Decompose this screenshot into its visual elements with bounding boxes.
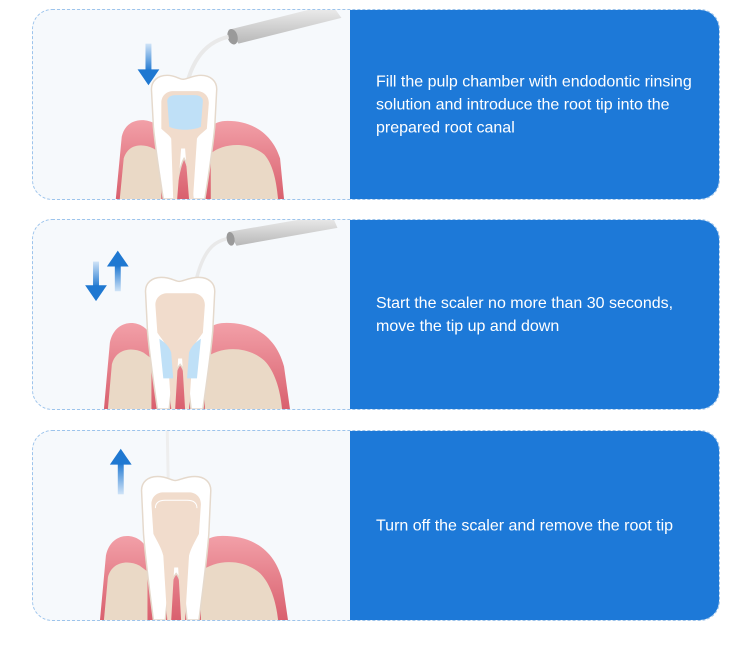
- step-2-text: Start the scaler no more than 30 seconds…: [376, 294, 674, 335]
- tooth-illustration-step-3: [99, 431, 288, 620]
- tooth: [144, 276, 216, 409]
- tooth-illustration-step-1: [115, 10, 342, 199]
- step-2-card: Start the scaler no more than 30 seconds…: [32, 219, 720, 410]
- step-2-panel: Start the scaler no more than 30 seconds…: [350, 220, 719, 409]
- down-arrow-icon: [137, 43, 160, 86]
- tooth: [140, 475, 212, 620]
- tooth: [150, 74, 218, 199]
- step-1-card: Fill the pulp chamber with endodontic ri…: [32, 9, 720, 200]
- step-1-text: Fill the pulp chamber with endodontic ri…: [376, 73, 692, 136]
- up-arrow-icon: [109, 448, 132, 495]
- step-3-panel: Turn off the scaler and remove the root …: [350, 431, 719, 620]
- up-down-arrows-icon: [85, 250, 129, 302]
- step-1-panel: Fill the pulp chamber with endodontic ri…: [350, 10, 719, 199]
- tooth-illustration-step-2: [85, 220, 338, 409]
- step-3-text: Turn off the scaler and remove the root …: [376, 517, 674, 534]
- step-3-card: Turn off the scaler and remove the root …: [32, 430, 720, 621]
